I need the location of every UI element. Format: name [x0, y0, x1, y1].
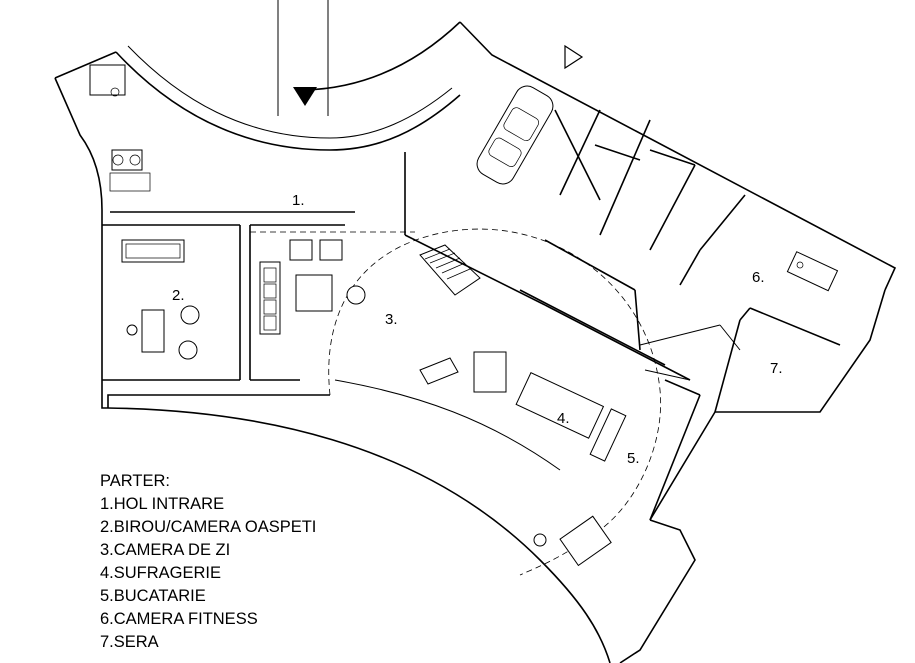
bathroom-fixtures	[89, 64, 151, 192]
legend-item: 6.CAMERA FITNESS	[100, 610, 258, 628]
office-furniture	[121, 239, 200, 360]
legend-item: 2.BIROU/CAMERA OASPETI	[100, 518, 317, 536]
legend: PARTER: 1.HOL INTRARE 2.BIROU/CAMERA OAS…	[100, 470, 316, 654]
legend-item: 1.HOL INTRARE	[100, 495, 225, 513]
room-label-2: 2.	[172, 287, 185, 304]
car-icon	[476, 85, 554, 185]
living-area-outline	[328, 228, 662, 576]
interior-walls	[102, 109, 841, 521]
garage-entrance-arrow-icon	[564, 44, 584, 70]
entrance-path	[277, 0, 329, 116]
room-label-5: 5.	[627, 450, 640, 467]
legend-item: 7.SERA	[100, 633, 159, 651]
legend-item: 5.BUCATARIE	[100, 587, 206, 605]
legend-item: 3.CAMERA DE ZI	[100, 541, 231, 559]
room-label-3: 3.	[385, 311, 398, 328]
fitness-equipment	[786, 251, 839, 292]
dining-furniture	[515, 372, 627, 567]
room-label-7: 7.	[770, 360, 783, 377]
room-label-6: 6.	[752, 269, 765, 286]
living-furniture	[259, 239, 507, 393]
legend-item: 4.SUFRAGERIE	[100, 564, 222, 582]
room-label-1: 1.	[292, 192, 305, 209]
legend-title: PARTER:	[100, 472, 170, 490]
entrance-arrow-icon	[293, 87, 317, 106]
room-label-4: 4.	[557, 410, 570, 427]
stairs	[419, 244, 481, 296]
outer-walls	[54, 21, 897, 663]
